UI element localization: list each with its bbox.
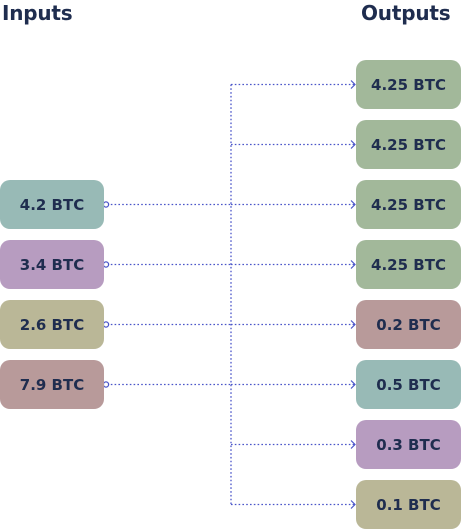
arrowhead-icon xyxy=(350,140,356,149)
arrowhead-icon xyxy=(350,380,356,389)
outputs-heading: Outputs xyxy=(361,1,451,25)
arrowhead-icon xyxy=(350,260,356,269)
input-box: 2.6 BTC xyxy=(0,300,104,349)
input-box: 7.9 BTC xyxy=(0,360,104,409)
output-amount: 0.1 BTC xyxy=(376,495,441,514)
arrowhead-icon xyxy=(350,80,356,89)
input-amount: 2.6 BTC xyxy=(19,315,85,334)
input-port-dot xyxy=(102,321,110,328)
output-amount: 4.25 BTC xyxy=(371,255,446,274)
input-port-dot xyxy=(102,261,110,268)
input-port-dot xyxy=(102,381,110,388)
output-box: 0.5 BTC xyxy=(356,360,461,409)
output-amount: 0.2 BTC xyxy=(376,315,441,334)
output-box: 0.2 BTC xyxy=(356,300,461,349)
output-box: 4.25 BTC xyxy=(356,180,461,229)
output-amount: 0.3 BTC xyxy=(376,435,441,454)
output-amount: 4.25 BTC xyxy=(371,135,446,154)
arrowhead-icon xyxy=(350,440,356,449)
output-amount: 4.25 BTC xyxy=(371,195,446,214)
output-amount: 0.5 BTC xyxy=(376,375,441,394)
input-box: 3.4 BTC xyxy=(0,240,104,289)
inputs-heading: Inputs xyxy=(2,1,73,25)
input-box: 4.2 BTC xyxy=(0,180,104,229)
input-amount: 7.9 BTC xyxy=(19,375,85,394)
input-port-dot xyxy=(102,201,110,208)
output-box: 0.1 BTC xyxy=(356,480,461,529)
output-box: 4.25 BTC xyxy=(356,240,461,289)
output-box: 4.25 BTC xyxy=(356,120,461,169)
output-box: 0.3 BTC xyxy=(356,420,461,469)
input-amount: 4.2 BTC xyxy=(19,195,85,214)
arrowhead-icon xyxy=(350,500,356,509)
arrowhead-icon xyxy=(350,320,356,329)
output-box: 4.25 BTC xyxy=(356,60,461,109)
input-amount: 3.4 BTC xyxy=(19,255,85,274)
arrowhead-icon xyxy=(350,200,356,209)
output-amount: 4.25 BTC xyxy=(371,75,446,94)
